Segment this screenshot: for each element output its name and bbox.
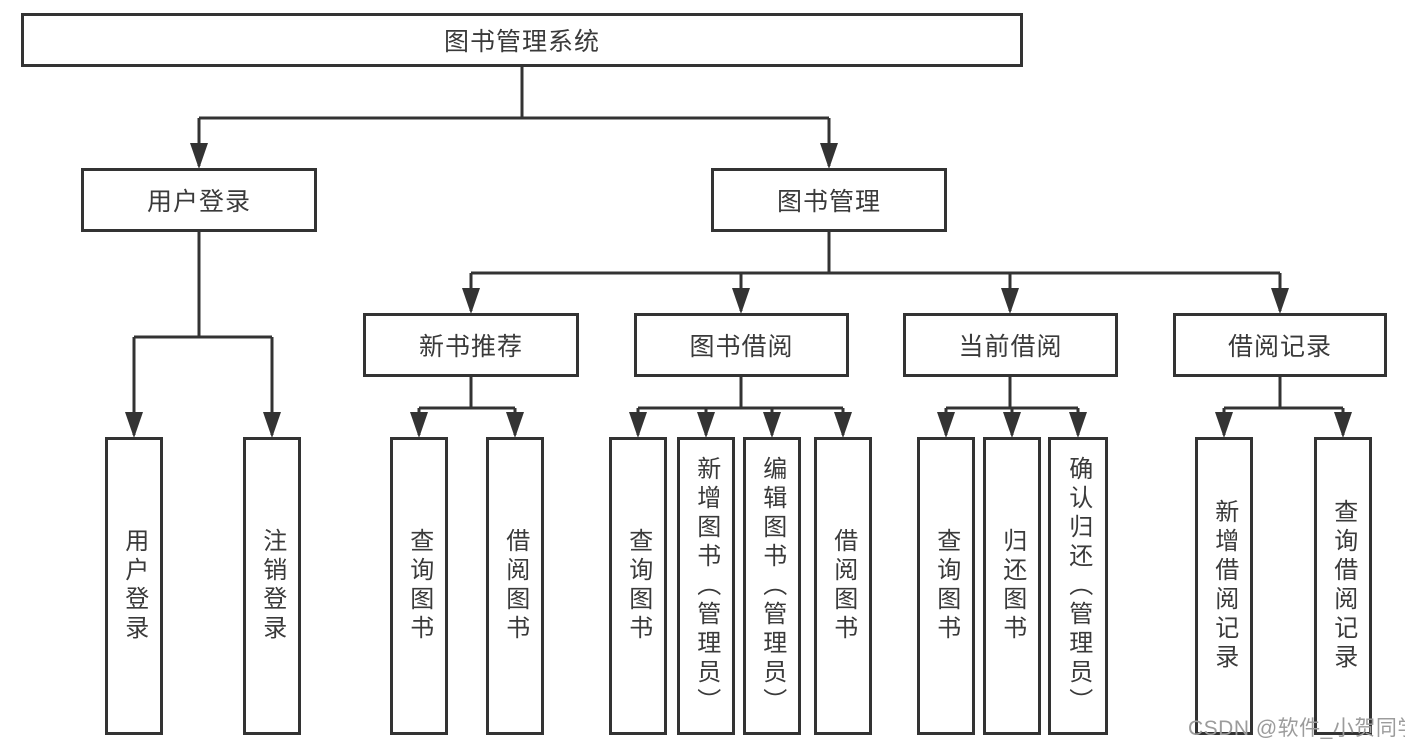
node-new-book-recommend: 新书推荐 <box>363 313 579 377</box>
leaf-add-borrow-record: 新增借阅记录 <box>1195 437 1253 735</box>
arrowhead-icons <box>125 143 1352 438</box>
leaf-borrow-books: 借阅图书 <box>814 437 872 735</box>
csdn-watermark: CSDN @软件_小贺同学 <box>1188 717 1405 740</box>
node-current-borrow: 当前借阅 <box>903 313 1118 377</box>
leaf-logout: 注销登录 <box>243 437 301 735</box>
leaf-edit-books-admin: 编辑图书（管理员） <box>743 437 801 735</box>
node-user-login: 用户登录 <box>81 168 317 232</box>
leaf-query-borrow-record: 查询借阅记录 <box>1314 437 1372 735</box>
leaf-query-books-recommend: 查询图书 <box>390 437 448 735</box>
leaf-return-books: 归还图书 <box>983 437 1041 735</box>
leaf-query-books-current: 查询图书 <box>917 437 975 735</box>
node-borrow-record: 借阅记录 <box>1173 313 1387 377</box>
leaf-user-login: 用户登录 <box>105 437 163 735</box>
node-book-management: 图书管理 <box>711 168 947 232</box>
leaf-confirm-return-admin: 确认归还（管理员） <box>1048 437 1108 735</box>
leaf-borrow-books-recommend: 借阅图书 <box>486 437 544 735</box>
leaf-query-books-borrow: 查询图书 <box>609 437 667 735</box>
node-book-borrow: 图书借阅 <box>634 313 849 377</box>
leaf-add-books-admin: 新增图书（管理员） <box>677 437 735 735</box>
node-root-system: 图书管理系统 <box>21 13 1023 67</box>
